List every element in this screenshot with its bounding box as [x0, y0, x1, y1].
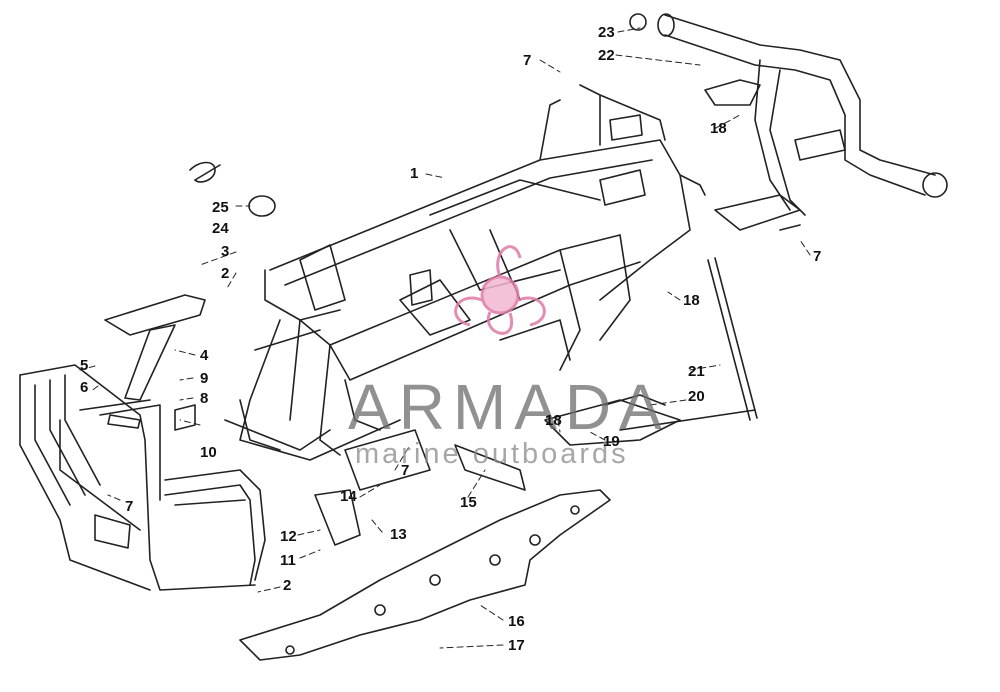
skid-plate-drawing [239, 489, 611, 661]
callout-5: 5 [80, 357, 89, 374]
callout-1: 1 [410, 165, 419, 182]
callout-8: 8 [200, 390, 209, 407]
callout-12: 12 [280, 528, 297, 545]
callout-4: 4 [200, 347, 209, 364]
callout-24: 24 [212, 220, 229, 237]
callout-13: 13 [390, 526, 407, 543]
callout-22: 22 [598, 47, 615, 64]
callout-25: 25 [212, 199, 229, 216]
callout-15: 15 [460, 494, 477, 511]
callout-9: 9 [200, 370, 209, 387]
callout-11: 11 [280, 552, 296, 569]
callout-6: 6 [80, 379, 89, 396]
bracket-drawings [104, 257, 758, 546]
callout-2: 2 [221, 265, 230, 282]
front-bumper-drawing [19, 364, 266, 591]
callout-17: 17 [508, 637, 525, 654]
callout-18-lower: 18 [545, 412, 562, 429]
callout-10: 10 [200, 444, 217, 461]
watermark-tagline: marine outboards [355, 438, 629, 470]
callout-18-upper: 18 [710, 120, 727, 137]
callout-18-middle: 18 [683, 292, 700, 309]
callout-23: 23 [598, 24, 615, 41]
callout-7-top: 7 [523, 52, 532, 69]
clamp-drawings [189, 13, 647, 217]
callout-3: 3 [221, 243, 230, 260]
rear-rack-drawing [657, 13, 948, 231]
watermark-logo [454, 245, 546, 335]
callout-21: 21 [688, 363, 705, 380]
watermark-brand: ARMADA [348, 371, 670, 443]
main-frame-drawing [224, 84, 706, 461]
callout-7-rear: 7 [813, 248, 822, 265]
callout-16: 16 [508, 613, 525, 630]
callout-20: 20 [688, 388, 705, 405]
callout-2-bottom: 2 [283, 577, 292, 594]
callout-14: 14 [340, 488, 357, 505]
leader-lines [79, 27, 811, 649]
callout-19: 19 [603, 433, 620, 450]
callout-7-middle: 7 [401, 462, 410, 479]
callout-7-front: 7 [125, 498, 134, 515]
